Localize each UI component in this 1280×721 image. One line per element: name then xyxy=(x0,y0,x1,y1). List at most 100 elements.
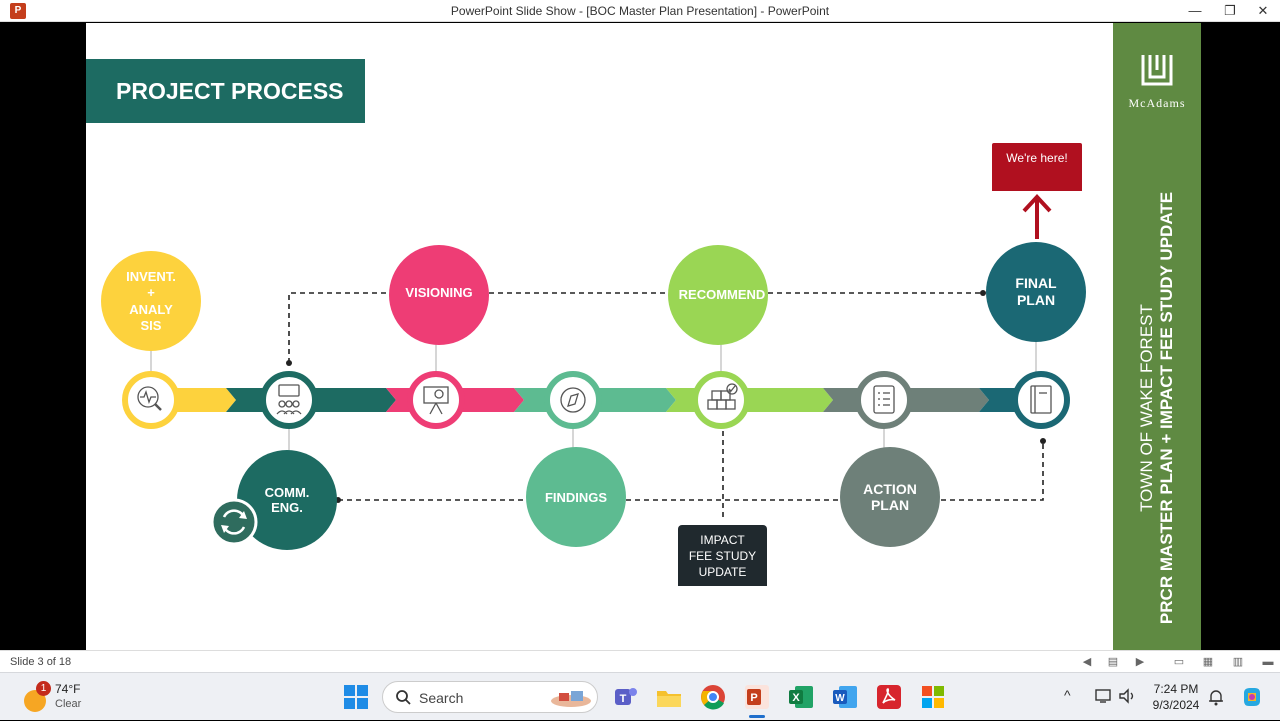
search-highlight-icon xyxy=(551,691,591,707)
boxes-icon xyxy=(707,383,738,410)
slideshow-statusbar: Slide 3 of 18 ◀ ▤ ▶ ▭ ▦ ▥ ▬ xyxy=(0,650,1280,672)
taskbar-clock[interactable]: 7:24 PM 9/3/2024 xyxy=(1148,681,1204,713)
acrobat-icon[interactable] xyxy=(875,683,903,711)
slide-title: PROJECT PROCESS xyxy=(86,59,365,123)
slide-number: Slide 3 of 18 xyxy=(10,656,72,668)
powerpoint-icon: P xyxy=(10,3,26,19)
restore-button[interactable]: ❐ xyxy=(1224,3,1236,18)
impact-line-1: IMPACT xyxy=(700,533,745,547)
weather-condition: Clear xyxy=(55,698,82,710)
community-icon xyxy=(276,384,302,415)
stage-action-plan xyxy=(840,447,940,547)
copilot-icon[interactable] xyxy=(1240,685,1264,709)
slideshow-stage[interactable]: PROJECT PROCESS xyxy=(0,23,1280,650)
invent-label-1: INVENT. xyxy=(126,269,176,284)
stage-final-plan xyxy=(986,242,1086,342)
search-label: Search xyxy=(419,690,464,706)
node-book xyxy=(1012,371,1070,429)
compass-icon xyxy=(560,387,586,413)
chrome-icon[interactable] xyxy=(699,683,727,711)
node-presentation xyxy=(407,371,465,429)
notification-badge: 1 xyxy=(36,681,51,696)
window-title: PowerPoint Slide Show - [BOC Master Plan… xyxy=(450,4,830,18)
findings-label: FINDINGS xyxy=(545,490,607,505)
previous-slide-icon[interactable]: ◀ xyxy=(1082,656,1092,668)
timeline-nodes xyxy=(122,371,1070,429)
chevron-up-icon[interactable]: ^ xyxy=(1064,687,1071,703)
analysis-icon xyxy=(137,386,162,411)
presentation-icon xyxy=(423,386,449,415)
active-app-indicator xyxy=(749,715,765,718)
node-checklist xyxy=(855,371,913,429)
weather-temp: 74°F xyxy=(55,682,81,696)
final-label-2: PLAN xyxy=(1017,292,1055,308)
mcadams-logo-text: McAdams xyxy=(1128,96,1186,110)
weather-widget[interactable]: 1 74°F Clear xyxy=(22,680,122,714)
action-label-1: ACTION xyxy=(863,481,917,497)
sidebar-vertical-title: TOWN OF WAKE FOREST PRCR MASTER PLAN + I… xyxy=(1137,188,1177,628)
final-label-1: FINAL xyxy=(1015,275,1057,291)
connector-dot xyxy=(286,360,292,366)
next-slide-icon[interactable]: ▶ xyxy=(1135,656,1145,668)
stage-comm-eng xyxy=(237,450,337,550)
slide-menu-icon[interactable]: ▤ xyxy=(1107,656,1119,668)
node-community xyxy=(260,371,318,429)
excel-icon[interactable]: X xyxy=(787,683,815,711)
powerpoint-taskbar-icon[interactable]: P xyxy=(743,683,771,711)
window-titlebar: P PowerPoint Slide Show - [BOC Master Pl… xyxy=(0,0,1280,22)
book-icon xyxy=(1030,385,1052,414)
slide-sidebar: McAdams TOWN OF WAKE FOREST PRCR MASTER … xyxy=(1113,23,1201,650)
teams-icon[interactable]: T xyxy=(611,683,639,711)
microsoft-store-icon[interactable] xyxy=(919,683,947,711)
normal-view-icon[interactable]: ▭ xyxy=(1173,656,1185,668)
sidebar-line-1: TOWN OF WAKE FOREST xyxy=(1137,304,1156,512)
comm-label-2: ENG. xyxy=(271,500,303,515)
slide[interactable]: PROJECT PROCESS xyxy=(86,23,1201,650)
node-analysis xyxy=(122,371,180,429)
process-diagram: INVENT. + ANALY SIS VISIONING RECOMMEND … xyxy=(101,194,1086,550)
action-label-2: PLAN xyxy=(871,497,909,513)
refresh-icon xyxy=(210,498,258,546)
svg-text:W: W xyxy=(835,693,845,704)
sidebar-line-2: PRCR MASTER PLAN + IMPACT FEE STUDY UPDA… xyxy=(1157,191,1176,625)
word-icon[interactable]: W xyxy=(831,683,859,711)
volume-icon[interactable] xyxy=(1118,688,1136,704)
impact-line-3: UPDATE xyxy=(698,565,747,579)
slide-sorter-icon[interactable]: ▦ xyxy=(1202,656,1214,668)
stage-findings xyxy=(526,447,626,547)
close-button[interactable]: ✕ xyxy=(1257,3,1269,18)
windows-taskbar: 1 74°F Clear Search T P X xyxy=(0,672,1280,720)
minimize-button[interactable]: — xyxy=(1188,3,1202,18)
presenter-view-icon[interactable]: ▬ xyxy=(1262,656,1274,668)
clock-date: 9/3/2024 xyxy=(1152,698,1200,712)
windows-start-icon[interactable] xyxy=(342,683,370,711)
stage-visioning xyxy=(389,245,489,345)
svg-text:X: X xyxy=(792,692,800,704)
connector-dot xyxy=(980,290,986,296)
svg-text:T: T xyxy=(620,693,627,705)
visioning-label: VISIONING xyxy=(405,285,472,300)
invent-label-2: + xyxy=(147,285,155,300)
notification-bell-icon[interactable] xyxy=(1208,688,1224,706)
clock-time: 7:24 PM xyxy=(1153,682,1199,696)
comm-label-1: COMM. xyxy=(265,485,310,500)
invent-label-3: ANALY xyxy=(129,302,173,317)
up-arrow-icon xyxy=(1022,194,1052,239)
svg-text:P: P xyxy=(750,692,757,704)
search-icon xyxy=(396,690,411,705)
checklist-icon xyxy=(873,385,895,414)
network-icon[interactable] xyxy=(1095,688,1113,704)
recommend-label: RECOMMEND xyxy=(679,287,766,302)
node-compass xyxy=(544,371,602,429)
mcadams-logo: McAdams xyxy=(1113,53,1201,111)
taskbar-search[interactable]: Search xyxy=(382,681,598,713)
impact-line-2: FEE STUDY xyxy=(688,549,757,563)
stage-invent xyxy=(101,251,201,351)
invent-label-4: SIS xyxy=(141,318,162,333)
impact-fee-callout: IMPACT FEE STUDY UPDATE xyxy=(678,525,767,586)
connector-dot xyxy=(1040,438,1046,444)
file-explorer-icon[interactable] xyxy=(655,683,683,711)
were-here-callout: We're here! xyxy=(992,143,1082,191)
stage-recommend xyxy=(668,245,768,345)
reading-view-icon[interactable]: ▥ xyxy=(1232,656,1244,668)
